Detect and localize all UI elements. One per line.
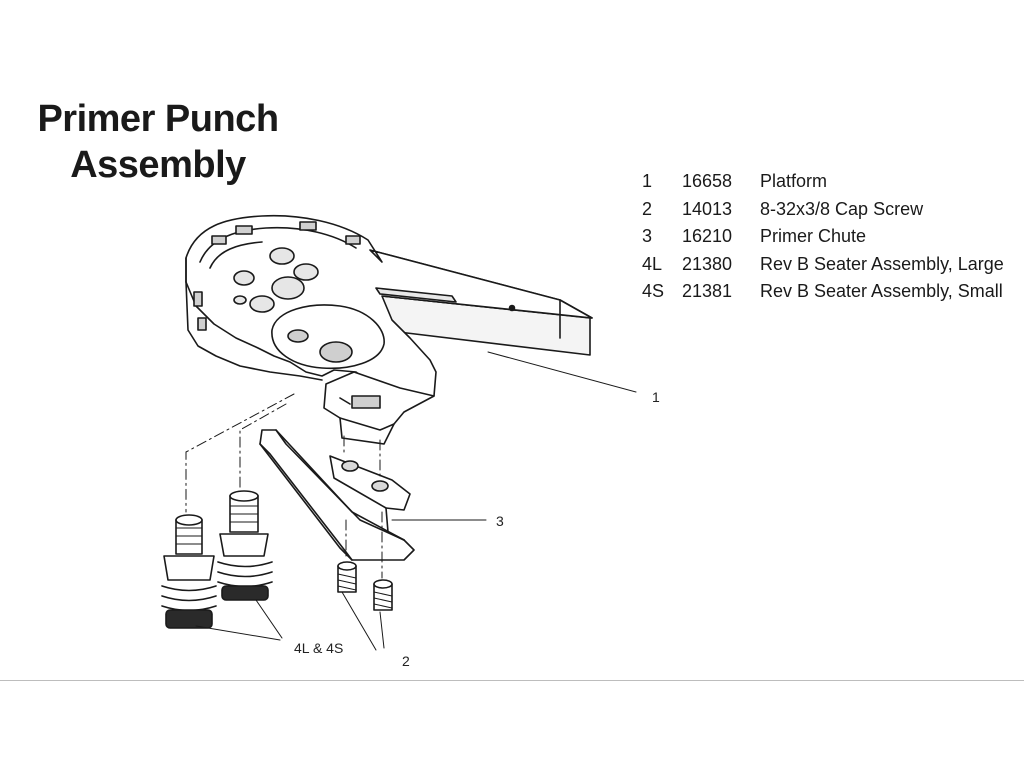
assembly-centerlines <box>185 393 383 579</box>
seater-assemblies-part <box>161 490 273 629</box>
part-catalog-number: 21380 <box>682 253 733 274</box>
primer-chute-part <box>259 429 415 561</box>
platform-part <box>185 214 593 445</box>
part-description: Primer Chute <box>760 226 867 247</box>
parts-row: 2 14013 8-32x3/8 Cap Screw <box>642 196 1004 224</box>
part-catalog-number: 16210 <box>682 226 733 247</box>
part-catalog-number: 21381 <box>682 281 733 302</box>
part-description: Rev B Seater Assembly, Small <box>760 281 1003 302</box>
part-number: 3 <box>642 226 653 247</box>
part-description: Platform <box>760 171 828 192</box>
title-line-1: Primer Punch <box>37 98 279 140</box>
diagram-title: Primer Punch Assembly <box>8 96 308 188</box>
callout-chute: 3 <box>496 513 504 529</box>
callout-seaters: 4L & 4S <box>294 640 343 656</box>
parts-row: 3 16210 Primer Chute <box>642 223 1004 251</box>
bottom-rule <box>0 680 1024 681</box>
part-number: 1 <box>642 171 653 192</box>
part-description: 8-32x3/8 Cap Screw <box>760 198 924 219</box>
part-catalog-number: 14013 <box>682 198 733 219</box>
cap-screws-part <box>337 561 393 611</box>
parts-list: 1 16658 Platform 2 14013 8-32x3/8 Cap Sc… <box>642 168 1004 306</box>
part-catalog-number: 16658 <box>682 171 733 192</box>
parts-row: 4S 21381 Rev B Seater Assembly, Small <box>642 278 1004 306</box>
part-number: 2 <box>642 198 653 219</box>
part-number: 4S <box>642 281 665 302</box>
leader-lines <box>195 351 637 651</box>
title-line-2: Assembly <box>70 144 246 186</box>
part-description: Rev B Seater Assembly, Large <box>760 253 1004 274</box>
parts-row: 4L 21380 Rev B Seater Assembly, Large <box>642 251 1004 279</box>
callout-platform: 1 <box>652 389 660 405</box>
callout-screws: 2 <box>402 653 410 669</box>
part-number: 4L <box>642 253 663 274</box>
parts-row: 1 16658 Platform <box>642 168 1004 196</box>
